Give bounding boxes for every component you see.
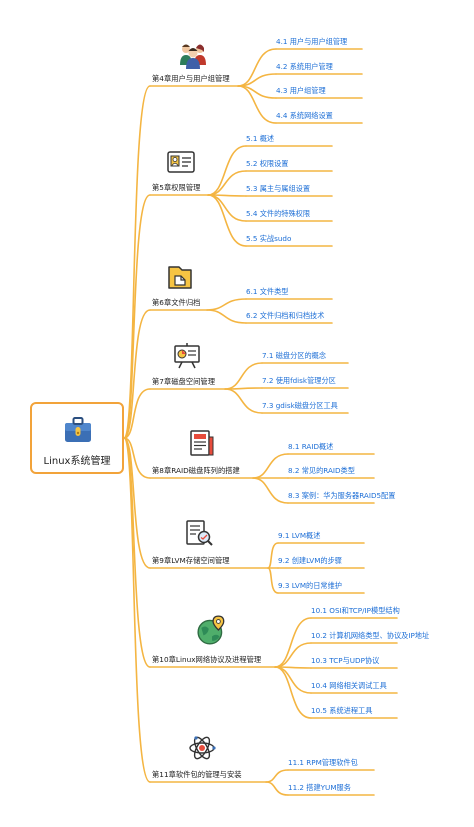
chapter-connector <box>123 309 151 439</box>
topic-10-5[interactable]: 10.5 系统进程工具 <box>311 706 373 715</box>
atom-icon <box>189 736 216 760</box>
root-node[interactable]: Linux系统管理 <box>30 402 124 474</box>
topic-10-1[interactable]: 10.1 OSI和TCP/IP模型结构 <box>311 606 400 615</box>
topic-5-2[interactable]: 5.2 权限设置 <box>246 159 289 168</box>
folder-icon <box>168 266 192 289</box>
topic-connector <box>274 642 312 668</box>
chapter-9-label[interactable]: 第9章LVM存储空间管理 <box>152 556 230 565</box>
topic-connector <box>207 194 247 247</box>
chapter-connector <box>123 194 151 439</box>
topic-connector <box>224 362 263 390</box>
topic-connector <box>207 145 247 196</box>
topic-4-3[interactable]: 4.3 用户组管理 <box>276 86 326 95</box>
topic-8-1[interactable]: 8.1 RAID概述 <box>288 442 334 451</box>
topic-7-2[interactable]: 7.2 使用fdisk管理分区 <box>262 376 336 385</box>
topic-5-5[interactable]: 5.5 实战sudo <box>246 234 292 243</box>
topic-connector <box>274 617 312 668</box>
topic-11-1[interactable]: 11.1 RPM管理软件包 <box>288 758 358 767</box>
topic-4-4[interactable]: 4.4 系统网络设置 <box>276 111 333 120</box>
topic-7-1[interactable]: 7.1 磁盘分区的概念 <box>262 351 327 360</box>
document-search-icon <box>186 520 213 546</box>
topic-connector <box>252 477 289 504</box>
topic-connector <box>265 781 289 796</box>
topic-9-1[interactable]: 9.1 LVM概述 <box>278 531 321 540</box>
topic-connector <box>252 453 289 479</box>
chapter-connector <box>123 437 151 668</box>
topic-10-4[interactable]: 10.4 网络相关调试工具 <box>311 681 387 690</box>
topic-10-2[interactable]: 10.2 计算机网络类型、协议及IP地址 <box>311 631 430 640</box>
root-label: Linux系统管理 <box>43 456 111 467</box>
topic-11-2[interactable]: 11.2 搭建YUM服务 <box>288 783 351 792</box>
topic-connector <box>274 666 312 719</box>
topic-8-3[interactable]: 8.3 案例：华为服务器RAID5配置 <box>288 491 396 500</box>
topic-connector <box>274 666 312 694</box>
topic-5-4[interactable]: 5.4 文件的特殊权限 <box>246 209 311 218</box>
topic-connector <box>224 388 263 414</box>
topic-9-2[interactable]: 9.2 创建LVM的步骤 <box>278 556 342 565</box>
chapter-connector <box>123 437 151 783</box>
id-card-icon <box>167 151 195 173</box>
chapter-7-label[interactable]: 第7章磁盘空间管理 <box>152 377 216 386</box>
topic-4-1[interactable]: 4.1 用户与用户组管理 <box>276 37 348 46</box>
topic-connector <box>267 567 279 594</box>
topic-8-2[interactable]: 8.2 常见的RAID类型 <box>288 466 355 475</box>
topic-connector <box>206 298 247 311</box>
chapter-8-label[interactable]: 第8章RAID磁盘阵列的搭建 <box>152 466 240 475</box>
topic-connector <box>237 85 277 124</box>
newspaper-icon <box>190 430 214 456</box>
chapter-5-label[interactable]: 第5章权限管理 <box>152 183 201 192</box>
topic-10-3[interactable]: 10.3 TCP与UDP协议 <box>311 656 380 665</box>
topic-9-3[interactable]: 9.3 LVM的日常维护 <box>278 581 342 590</box>
topic-connector <box>207 170 247 196</box>
topic-connector <box>267 542 279 569</box>
topic-4-2[interactable]: 4.2 系统用户管理 <box>276 62 333 71</box>
presentation-board-icon <box>174 343 200 369</box>
chapter-6-label[interactable]: 第6章文件归档 <box>152 298 201 307</box>
chapter-connector <box>123 437 151 479</box>
chapter-11-label[interactable]: 第11章软件包的管理与安装 <box>152 770 242 779</box>
globe-pin-icon <box>197 615 225 645</box>
topic-connector <box>237 48 277 87</box>
topic-connector <box>265 769 289 783</box>
topic-6-2[interactable]: 6.2 文件归档和归档技术 <box>246 311 325 320</box>
briefcase-icon <box>65 417 91 442</box>
chapter-10-label[interactable]: 第10章Linux网络协议及进程管理 <box>152 655 262 664</box>
topic-5-1[interactable]: 5.1 概述 <box>246 134 275 143</box>
chapter-4-label[interactable]: 第4章用户与用户组管理 <box>152 74 230 83</box>
topic-7-3[interactable]: 7.3 gdisk磁盘分区工具 <box>262 401 338 410</box>
topic-5-3[interactable]: 5.3 属主与属组设置 <box>246 184 311 193</box>
topic-connector <box>207 194 247 222</box>
topic-connector <box>206 309 247 324</box>
topic-6-1[interactable]: 6.1 文件类型 <box>246 287 289 296</box>
chapter-connector <box>123 388 151 439</box>
users-group-icon <box>180 44 206 69</box>
